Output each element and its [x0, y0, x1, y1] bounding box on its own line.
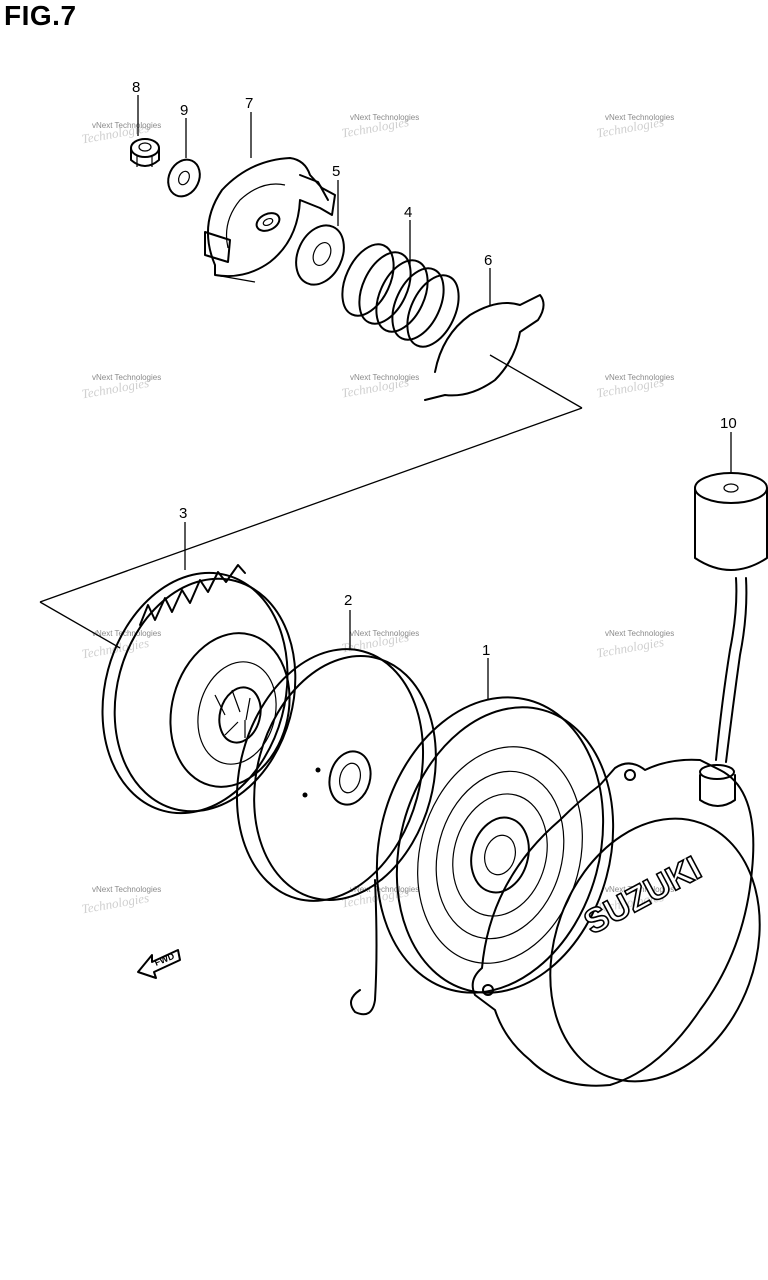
part-10-handle	[694, 472, 768, 763]
watermark: vNext Technologies	[350, 113, 419, 122]
watermark: vNext Technologies	[350, 373, 419, 382]
figure-title: FIG.7	[4, 0, 77, 31]
forward-arrow: FWD	[137, 949, 181, 979]
callout-leaders	[137, 95, 732, 700]
cover: SUZUKI	[471, 758, 761, 1087]
part-7-plate	[204, 157, 336, 283]
callouts: 1 2 3 4 5 6 7 8 9 10	[132, 79, 737, 659]
callout-8: 8	[132, 79, 140, 96]
callout-10: 10	[720, 415, 737, 432]
watermark: vNext Technologies	[92, 373, 161, 382]
part-4-spring	[341, 243, 460, 348]
callout-5: 5	[332, 163, 340, 180]
watermark: vNext Technologies	[605, 885, 674, 894]
watermark: vNext Technologies	[92, 629, 161, 638]
callout-6: 6	[484, 252, 492, 269]
part-8-nut	[130, 138, 160, 167]
part-9-washer	[167, 158, 201, 198]
forward-arrow-label: FWD	[153, 951, 176, 968]
watermark: vNext Technologies	[92, 121, 161, 130]
callout-7: 7	[245, 95, 253, 112]
callout-1: 1	[482, 642, 490, 659]
callout-2: 2	[344, 592, 352, 609]
brand-marking: SUZUKI	[578, 849, 708, 942]
watermark: vNext Technologies	[92, 885, 161, 894]
callout-3: 3	[179, 505, 187, 522]
assembly-bracket	[39, 354, 583, 649]
watermark: vNext Technologies	[605, 113, 674, 122]
watermark: vNext Technologies	[605, 373, 674, 382]
part-6-clip	[424, 294, 545, 401]
part-2-reel	[235, 648, 437, 902]
watermark: vNext Technologies	[605, 629, 674, 638]
part-5-washer	[295, 224, 345, 286]
watermark: vNext Technologies	[350, 885, 419, 894]
watermark: vNext Technologies	[350, 629, 419, 638]
part-3-pulley	[101, 564, 297, 815]
part-1-housing	[350, 696, 615, 1016]
callout-4: 4	[404, 204, 412, 221]
callout-9: 9	[180, 102, 188, 119]
svg-text:Technologies: Technologies	[595, 634, 665, 661]
